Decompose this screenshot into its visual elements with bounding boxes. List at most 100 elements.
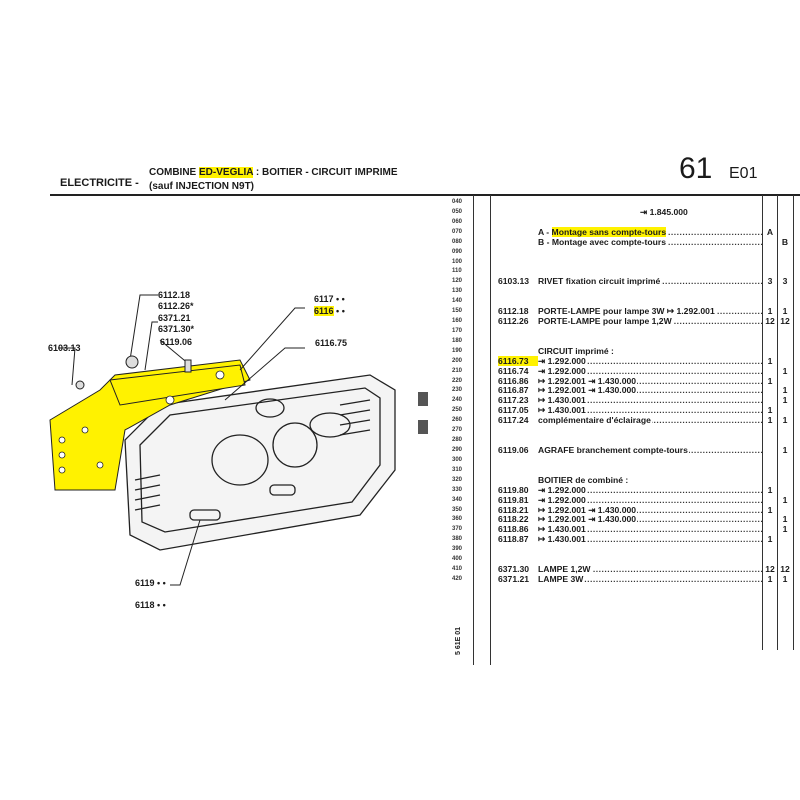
line-number: 340: [452, 496, 463, 503]
label-6103-13: 6103.13: [48, 343, 81, 353]
quantity-b: B: [781, 236, 789, 247]
part-ref: 6112.18: [498, 306, 529, 317]
part-description: ↦ 1.430.001: [538, 405, 762, 416]
quantity-b: 1: [782, 573, 788, 584]
text: ↦ 1.292.001 ⇥ 1.430.000: [538, 375, 637, 386]
table-row: 6119.80⇥ 1.292.000: [498, 484, 762, 495]
header-rule: [50, 194, 800, 196]
text: PORTE-LAMPE pour lampe 3W ↦ 1.292.001: [538, 306, 715, 317]
table-row: B - Montage avec compte-tours: [498, 236, 762, 247]
description-text: LAMPE 3W: [538, 573, 585, 584]
label-6371-30: 6371.30*: [158, 324, 195, 334]
description-text: ↦ 1.292.001 ⇥ 1.430.000: [538, 514, 638, 525]
part-ref: 6118.22: [498, 514, 529, 525]
line-number: 050: [452, 208, 463, 215]
part-ref: 6116.86: [498, 375, 529, 386]
text: AGRAFE branchement compte-tours: [538, 445, 688, 455]
part-ref: 6118.86: [498, 524, 529, 535]
description-text: ↦ 1.292.001 ⇥ 1.430.000: [538, 375, 638, 386]
quantity-b: 1: [782, 524, 788, 535]
table-row: BOITIER de combiné :: [498, 474, 762, 485]
part-ref: 6117.05: [498, 405, 529, 416]
part-description: ⇥ 1.292.000: [538, 484, 762, 495]
title-suffix: : BOITIER - CIRCUIT IMPRIME: [255, 167, 398, 178]
table-row: 6116.73⇥ 1.292.000: [498, 355, 762, 366]
description-text: ↦ 1.430.001: [538, 534, 587, 545]
text: ↦ 1.292.001 ⇥ 1.430.000: [538, 514, 637, 525]
text: Montage sans compte-tours: [551, 226, 667, 237]
part-ref: 6371.21: [498, 573, 530, 584]
line-number: 220: [452, 377, 463, 384]
text: ↦ 1.292.001 ⇥ 1.430.000: [538, 504, 637, 515]
line-number: 420: [452, 575, 463, 582]
part-description: ↦ 1.430.001: [538, 395, 762, 406]
part-ref: 6116.73: [498, 355, 538, 366]
quantity-b: 1: [782, 494, 788, 505]
part-description: BOITIER de combiné :: [538, 474, 762, 485]
text: LAMPE 3W: [538, 573, 584, 584]
quantity-b: 3: [782, 276, 788, 287]
quantity-a: 1: [767, 484, 773, 495]
table-row: 6118.21 ↦ 1.292.001 ⇥ 1.430.000: [498, 504, 762, 515]
quantity-b: 1: [782, 415, 788, 426]
description-text: ⇥ 1.845.000: [640, 206, 689, 217]
page-number: 61: [679, 152, 713, 185]
section-title: ELECTRICITE -: [60, 177, 139, 189]
quantity-a: 1: [767, 415, 773, 426]
label-6116: 6116 • •: [314, 306, 345, 316]
text: ⇥ 1.292.000: [538, 494, 586, 505]
label-6116-75: 6116.75: [315, 338, 348, 348]
table-row: 6117.05 ↦ 1.430.001: [498, 405, 762, 416]
quantity-b: 1: [782, 385, 788, 396]
description-text: ↦ 1.430.001: [538, 395, 587, 406]
table-row: 6116.74⇥ 1.292.000: [498, 365, 762, 376]
title-highlight: ED-VEGLIA: [199, 167, 254, 178]
part-description: ↦ 1.292.001 ⇥ 1.430.000: [538, 514, 762, 525]
line-number: 190: [452, 347, 463, 354]
quantity-a: 1: [767, 375, 773, 386]
label-6117: 6117 • •: [314, 294, 345, 304]
part-description: ⇥ 1.292.000: [538, 355, 762, 366]
page-sub-number: E01: [729, 165, 758, 182]
table-row: CIRCUIT imprimé :: [498, 345, 762, 356]
description-text: ⇥ 1.292.000: [538, 355, 587, 366]
quantity-b: 12: [780, 564, 790, 575]
line-number: 320: [452, 476, 463, 483]
line-number: 260: [452, 417, 463, 424]
description-text: B - Montage avec compte-tours: [538, 236, 667, 247]
line-number: 140: [452, 298, 463, 305]
quantity-a: 12: [765, 564, 775, 575]
part-ref: 6118.87: [498, 534, 529, 545]
part-description: ⇥ 1.292.000: [538, 494, 762, 505]
text: ↦ 1.292.001 ⇥ 1.430.000: [538, 385, 637, 396]
table-row: 6118.87 ↦ 1.430.001: [498, 534, 762, 545]
column-divider: [777, 195, 778, 650]
part-ref: 6112.26: [498, 316, 529, 327]
quantity-a: 1: [767, 355, 773, 366]
label-6118: 6118 • •: [135, 600, 166, 610]
line-number: 330: [452, 486, 463, 493]
part-description: LAMPE 3W: [538, 573, 762, 584]
part-ref: 6118.21: [498, 504, 529, 515]
part-description: ↦ 1.430.001: [538, 524, 762, 535]
part-description: AGRAFE branchement compte-tours: [538, 445, 762, 455]
text: ↦ 1.430.001: [538, 395, 586, 406]
part-ref: [498, 475, 538, 485]
description-text: ↦ 1.292.001 ⇥ 1.430.000: [538, 385, 638, 396]
label-6116-highlight: 6116: [314, 306, 334, 316]
quantity-a: 12: [765, 316, 775, 327]
line-number: 170: [452, 327, 463, 334]
description-text: ↦ 1.292.001 ⇥ 1.430.000: [538, 504, 638, 515]
part-description: RIVET fixation circuit imprimé: [538, 276, 762, 287]
description-text: CIRCUIT imprimé :: [538, 345, 615, 356]
line-number: 150: [452, 308, 463, 315]
description-text: PORTE-LAMPE pour lampe 1,2W: [538, 316, 673, 327]
part-ref: 6119.06: [498, 445, 529, 455]
table-row: A - Montage sans compte-tours: [498, 226, 762, 237]
description-text: ⇥ 1.292.000: [538, 365, 587, 376]
text: LAMPE 1,2W: [538, 564, 591, 575]
description-text: ↦ 1.430.001: [538, 524, 587, 535]
part-description: complémentaire d'éclairage: [538, 415, 762, 426]
line-number: 060: [452, 218, 463, 225]
text: ⇥ 1.292.000: [538, 484, 586, 495]
